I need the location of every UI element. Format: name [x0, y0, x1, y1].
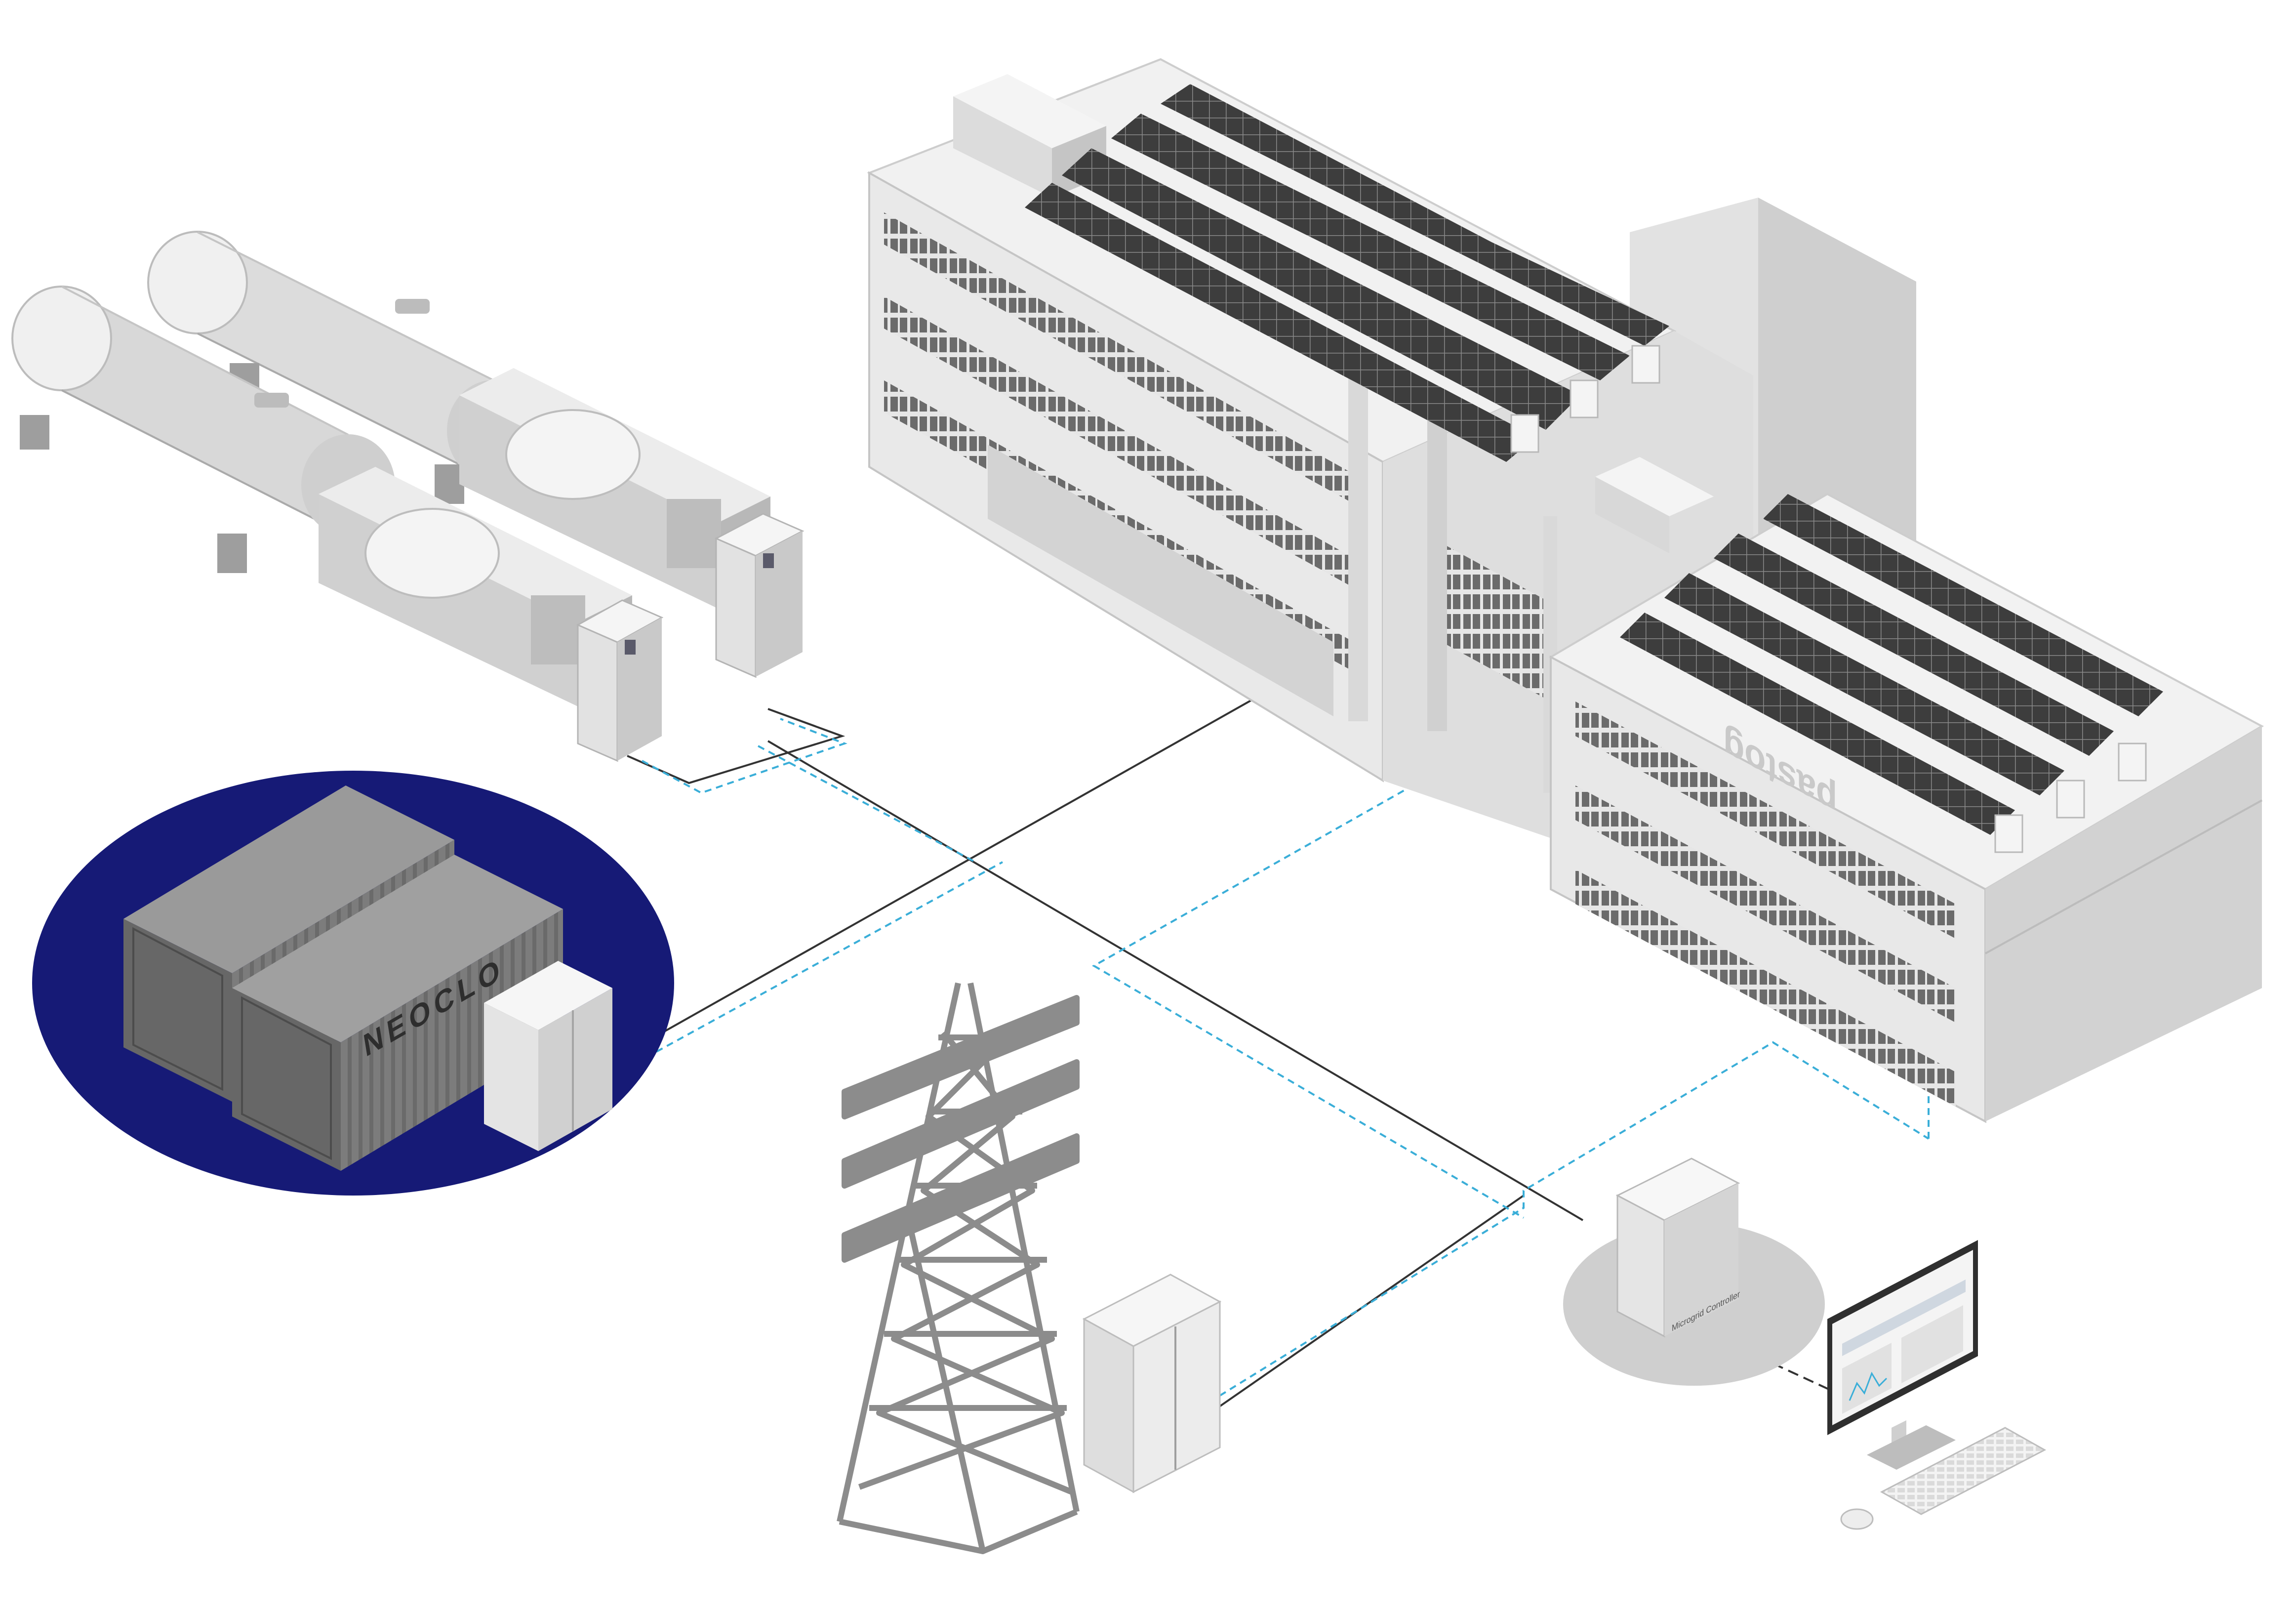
inverter-cabinet-icon: [714, 513, 805, 678]
power-line-grid-to-controller: [1216, 1195, 1525, 1409]
string-inverters: [1510, 345, 2147, 853]
string-inverter-icon: [1570, 379, 1599, 418]
comm-line-storage: [614, 861, 1003, 1075]
string-inverter-icon: [2056, 780, 2085, 819]
comm-line-genset-to-storage: [758, 745, 976, 863]
pcs-cabinet-icon: [484, 961, 612, 1151]
string-inverter-icon: [2118, 743, 2147, 782]
comm-line-factory-to-grid: [1091, 772, 1525, 1219]
solar-panel-icon: [1025, 183, 1536, 462]
solar-array-main: [1025, 84, 1669, 462]
string-inverter-icon: [1994, 814, 2023, 853]
microgrid-controller-station: Microgrid Controller: [1563, 1157, 1825, 1386]
power-line-controller-to-monitor: [1772, 1363, 1838, 1394]
battery-container-icon: NEOCLO: [232, 855, 563, 1171]
lng-tank-icon: [11, 286, 395, 573]
power-line-main-to-controller: [767, 740, 1584, 1221]
keyboard-icon: [1880, 1427, 2047, 1515]
solar-array-annex: [1620, 494, 2163, 835]
solar-panel-icon: [1062, 148, 1580, 430]
solar-panel-icon: [1111, 114, 1630, 380]
solar-panel-icon: [1763, 494, 2163, 716]
inverter-cabinet-icon: [576, 599, 664, 762]
power-lines: [609, 681, 1838, 1409]
mouse-icon: [1840, 1508, 1874, 1530]
energy-storage-zone: NEOCLO: [32, 771, 674, 1196]
solar-panel-icon: [1664, 573, 2064, 795]
solar-panel-icon: [1161, 84, 1669, 346]
transmission-tower-icon: [837, 982, 1080, 1554]
gas-genset-icon: [459, 368, 770, 608]
operator-workstation: [1827, 1240, 2047, 1530]
comm-line-genset: [642, 718, 847, 794]
string-inverter-icon: [1631, 345, 1660, 384]
string-inverter-icon: [1510, 414, 1539, 453]
power-line-storage-to-factory: [609, 681, 1285, 1063]
solar-panel-icon: [1620, 613, 2015, 835]
grid-cabinet-icon: [1082, 1274, 1222, 1493]
comm-line-grid-to-controller: [1219, 1041, 1930, 1397]
solar-panel-icon: [1714, 534, 2114, 756]
monitor-icon: [1827, 1240, 1978, 1470]
genset-group: [319, 368, 770, 706]
